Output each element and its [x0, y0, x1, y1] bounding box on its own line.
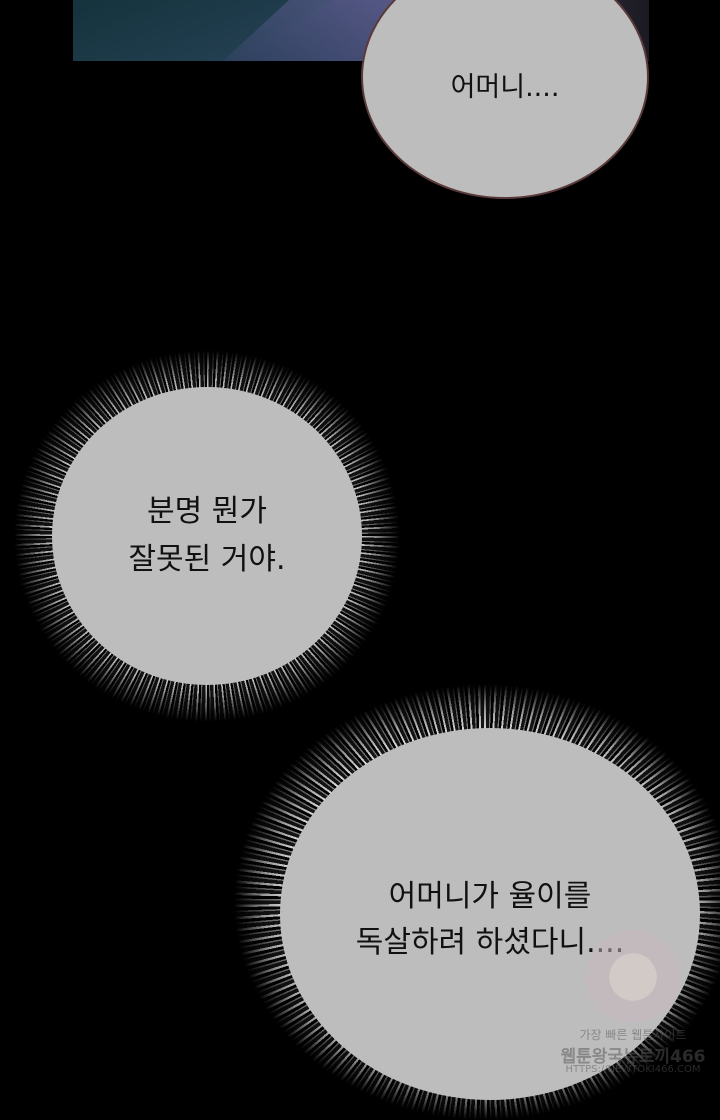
- speech-bubble-1: 어머니....: [361, 0, 649, 199]
- speech-text: 독살하려 하셨다니....: [355, 925, 625, 960]
- speech-text: 어머니가 율이를: [388, 879, 592, 914]
- thought-bubble-3: 어머니가 율이를 독살하려 하셨다니....: [280, 728, 700, 1100]
- speech-text: 어머니....: [450, 72, 560, 103]
- thought-bubble-2: 분명 뭔가 잘못된 거야.: [52, 387, 362, 685]
- speech-text: 잘못된 거야.: [128, 542, 286, 577]
- speech-text: 분명 뭔가: [147, 494, 267, 529]
